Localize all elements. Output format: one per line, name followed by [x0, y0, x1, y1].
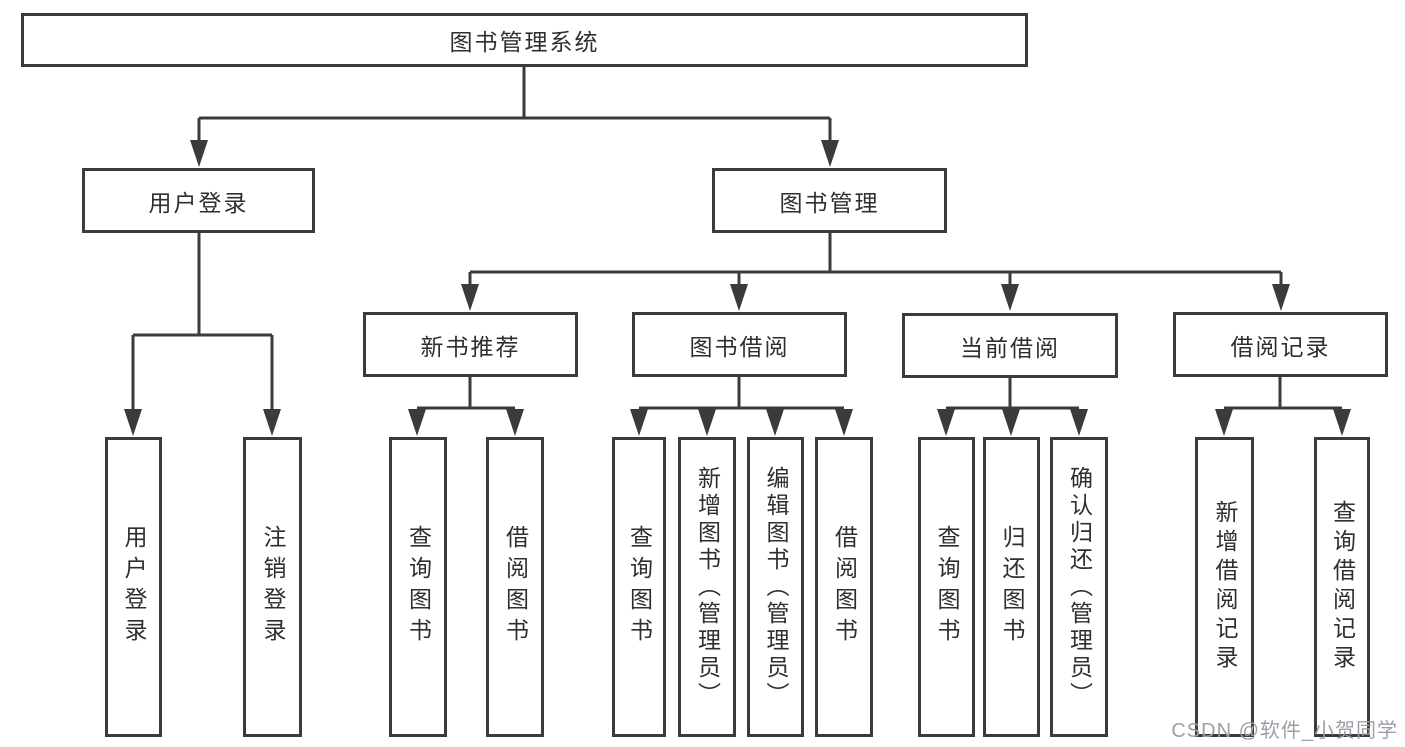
csdn-watermark: CSDN @软件_小贺同学: [1171, 720, 1398, 742]
node-cb-query: 查询图书: [918, 437, 975, 737]
node-bb-edit: 编辑图书（管理员）: [747, 437, 804, 737]
node-current-borrow: 当前借阅: [902, 313, 1118, 378]
node-nb-query: 查询图书: [389, 437, 447, 737]
node-root: 图书管理系统: [21, 13, 1028, 67]
node-book-mgmt: 图书管理: [712, 168, 947, 233]
arrowheads: [124, 140, 1351, 436]
node-user-login-group: 用户登录: [82, 168, 315, 233]
node-bb-borrow: 借阅图书: [815, 437, 873, 737]
node-br-add: 新增借阅记录: [1195, 437, 1254, 737]
node-user-login: 用户登录: [105, 437, 162, 737]
node-book-borrow: 图书借阅: [632, 312, 847, 377]
node-bb-add: 新增图书（管理员）: [678, 437, 736, 737]
node-logout: 注销登录: [243, 437, 302, 737]
node-borrow-record: 借阅记录: [1173, 312, 1388, 377]
node-cb-confirm: 确认归还（管理员）: [1050, 437, 1108, 737]
node-cb-return: 归还图书: [983, 437, 1040, 737]
node-nb-borrow: 借阅图书: [486, 437, 544, 737]
node-bb-query: 查询图书: [612, 437, 666, 737]
node-br-query: 查询借阅记录: [1314, 437, 1370, 737]
node-new-book-rec: 新书推荐: [363, 312, 578, 377]
